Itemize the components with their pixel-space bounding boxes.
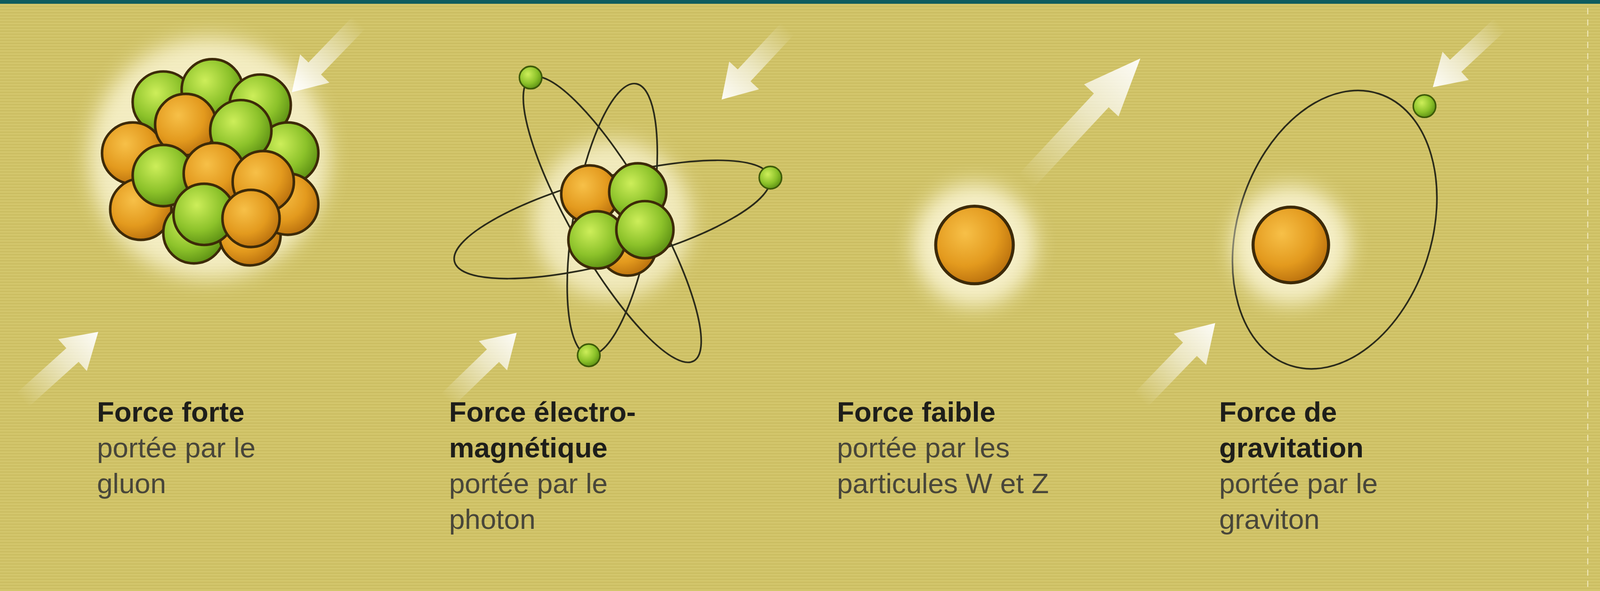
- orbit: [1198, 64, 1472, 396]
- carrier-text: portée par le gluon: [96, 430, 319, 502]
- particle: [913, 183, 1036, 306]
- carrier-text: portée par le graviton: [1219, 466, 1441, 538]
- force-name: Force électro-magnétique: [449, 394, 671, 467]
- top-band: [0, 0, 1600, 4]
- atom: [443, 57, 782, 382]
- force-label: Force faibleportée par les particules W …: [836, 394, 1059, 502]
- force-label: Force forteportée par le gluon: [96, 394, 319, 502]
- carrier-text: portée par les particules W et Z: [836, 430, 1059, 502]
- force-name: Force forte: [96, 394, 319, 431]
- carrier-text: portée par le photon: [449, 466, 671, 538]
- force-name: Force faible: [836, 394, 1059, 431]
- force-name: Force de gravitation: [1219, 394, 1441, 467]
- force-label: Force de gravitationportée par le gravit…: [1219, 394, 1441, 538]
- force-label: Force électro-magnétiqueportée par le ph…: [449, 394, 671, 538]
- nucleus: [88, 37, 330, 279]
